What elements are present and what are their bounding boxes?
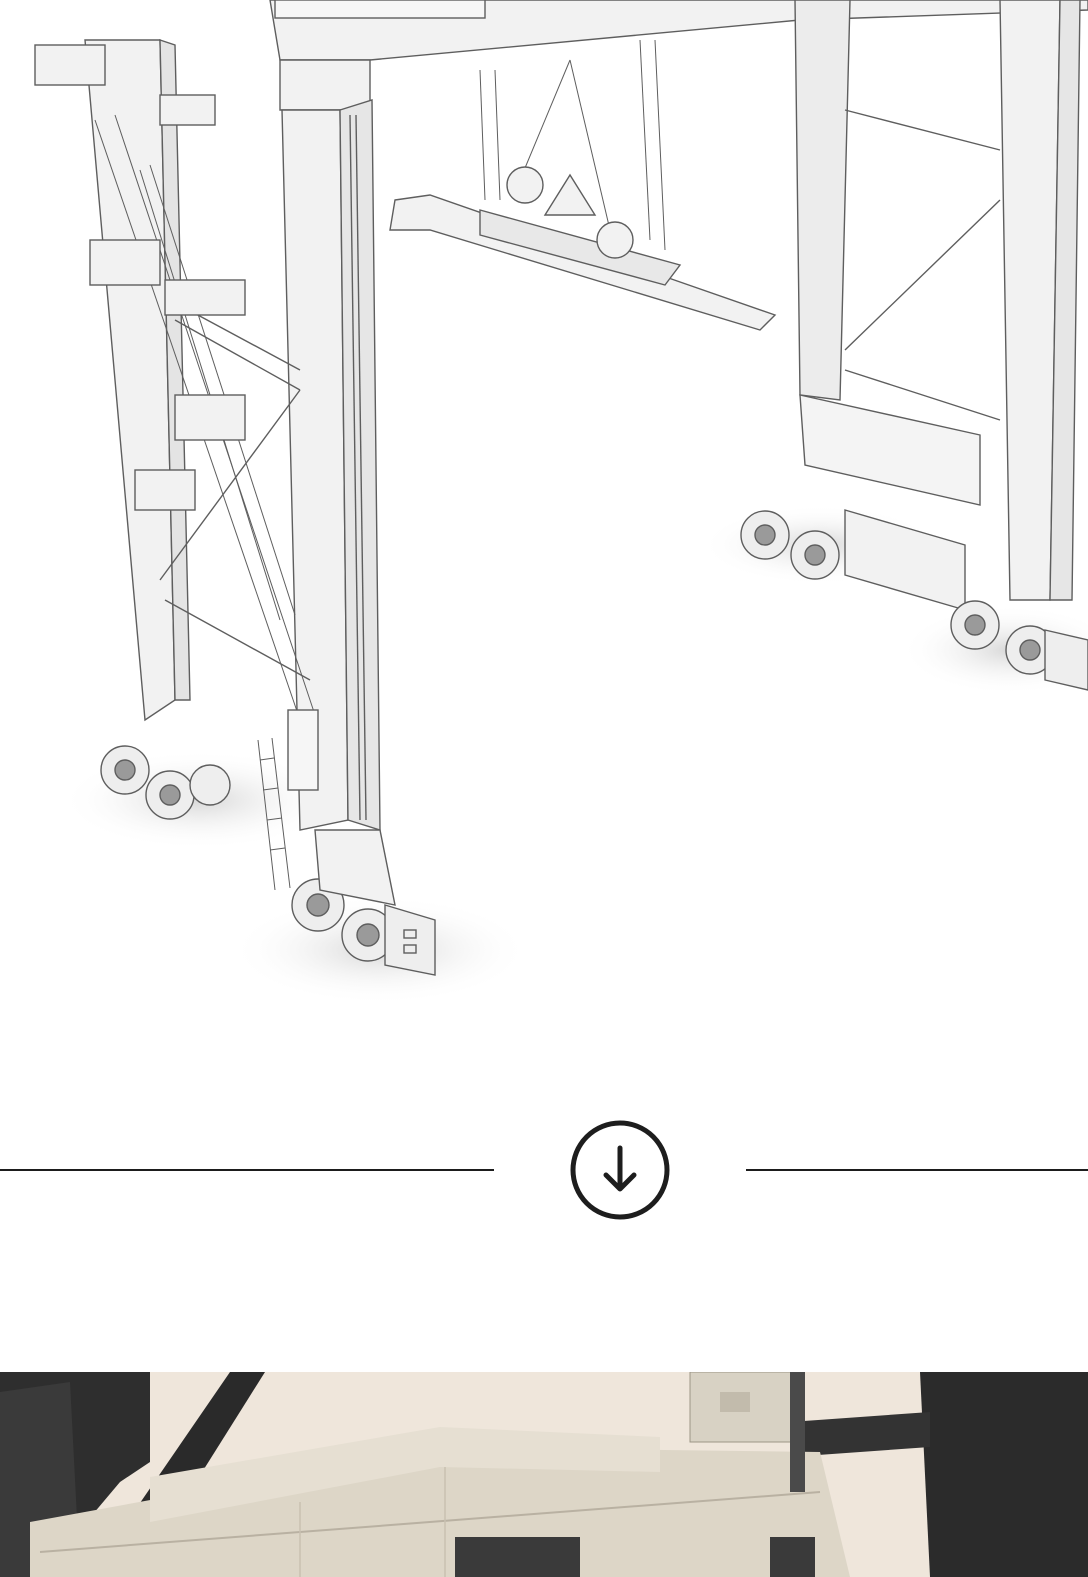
crane-cabin-photo	[0, 1372, 1088, 1577]
crane-cabin-image	[0, 1372, 1088, 1577]
section-divider	[0, 1110, 1088, 1230]
divider-line-right	[746, 1169, 1088, 1171]
arrow-down-circle-icon	[570, 1120, 670, 1220]
crane-illustration	[34, 0, 1088, 1005]
scroll-down-button[interactable]	[570, 1120, 670, 1220]
divider-line-left	[0, 1169, 494, 1171]
gantry-crane-drawing	[34, 0, 1088, 1005]
